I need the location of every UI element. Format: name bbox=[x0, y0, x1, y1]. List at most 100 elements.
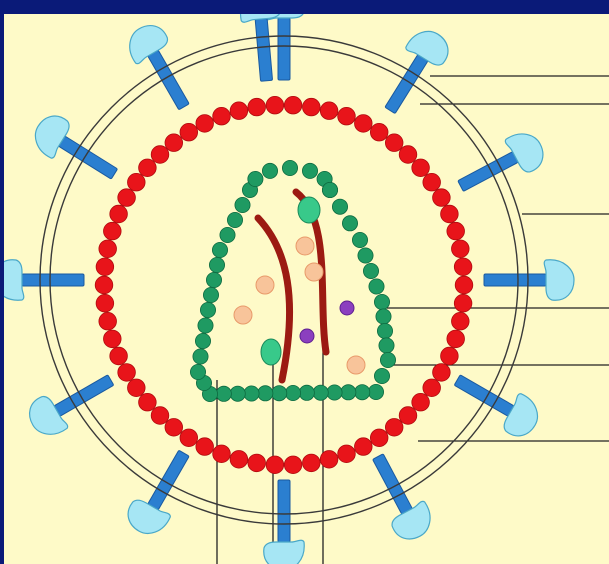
spike-stalk bbox=[59, 136, 118, 179]
spike-head bbox=[23, 393, 69, 443]
spike-head bbox=[121, 19, 171, 65]
capsid-protein-bead bbox=[262, 163, 277, 178]
capsid-protein-bead bbox=[235, 197, 250, 212]
capsid-protein-bead bbox=[216, 386, 231, 401]
matrix-protein-bead bbox=[230, 451, 248, 469]
envelope-spike bbox=[27, 109, 125, 191]
matrix-protein-bead bbox=[441, 205, 459, 223]
capsid-protein-bead bbox=[212, 242, 227, 257]
matrix-protein-bead bbox=[266, 96, 284, 114]
capsid-protein-bead bbox=[206, 272, 221, 287]
capsid-protein-bead bbox=[272, 386, 287, 401]
capsid-protein-bead bbox=[244, 386, 259, 401]
spike-stalk bbox=[54, 375, 114, 416]
matrix-protein-bead bbox=[452, 240, 470, 258]
matrix-protein-bead bbox=[213, 445, 231, 463]
matrix-protein-bead bbox=[248, 454, 266, 472]
matrix-protein-bead bbox=[441, 347, 459, 365]
capsid-protein-bead bbox=[198, 318, 213, 333]
spike-stalk bbox=[278, 480, 290, 542]
matrix-protein-bead bbox=[385, 134, 403, 152]
matrix-protein-bead bbox=[370, 429, 388, 447]
matrix-protein-bead bbox=[180, 429, 198, 447]
matrix-protein-bead bbox=[139, 393, 157, 411]
matrix-protein-bead bbox=[139, 159, 157, 177]
matrix-protein-bead bbox=[248, 98, 266, 116]
protease-molecule bbox=[340, 301, 354, 315]
spike-stalk bbox=[255, 18, 272, 81]
matrix-protein-bead bbox=[447, 330, 465, 348]
spike-stalk bbox=[148, 450, 189, 510]
envelope-spike bbox=[447, 362, 545, 442]
capsid-protein-bead bbox=[190, 364, 205, 379]
capsid-protein-bead bbox=[363, 263, 378, 278]
matrix-protein-bead bbox=[230, 102, 248, 120]
capsid-protein-bead bbox=[282, 160, 297, 175]
matrix-protein-bead bbox=[99, 312, 117, 330]
matrix-protein-bead bbox=[370, 123, 388, 141]
capsid-protein-bead bbox=[302, 163, 317, 178]
matrix-protein-bead bbox=[151, 407, 169, 425]
spike-head bbox=[499, 393, 545, 443]
matrix-protein-bead bbox=[385, 419, 403, 437]
matrix-protein-bead bbox=[284, 96, 302, 114]
matrix-protein-bead bbox=[412, 393, 430, 411]
reverse-transcriptase-molecule bbox=[261, 339, 281, 365]
matrix-protein-bead bbox=[423, 379, 441, 397]
matrix-protein-bead bbox=[99, 240, 117, 258]
integrase-molecule bbox=[305, 263, 323, 281]
capsid-protein-bead bbox=[377, 323, 392, 338]
matrix-protein-bead bbox=[104, 330, 122, 348]
capsid-protein-bead bbox=[209, 257, 224, 272]
capsid-protein-bead bbox=[248, 171, 263, 186]
matrix-protein-bead bbox=[110, 205, 128, 223]
matrix-protein-layer bbox=[95, 96, 473, 473]
matrix-protein-bead bbox=[454, 258, 472, 276]
spike-stalk bbox=[148, 50, 189, 110]
matrix-protein-bead bbox=[180, 123, 198, 141]
capsid-protein-bead bbox=[203, 287, 218, 302]
capsid-protein-bead bbox=[352, 232, 367, 247]
matrix-protein-bead bbox=[151, 146, 169, 164]
spike-stalk bbox=[22, 274, 84, 286]
capsid-protein-bead bbox=[220, 227, 235, 242]
matrix-protein-bead bbox=[196, 438, 214, 456]
virus-diagram bbox=[4, 14, 609, 564]
matrix-protein-bead bbox=[399, 146, 417, 164]
matrix-protein-bead bbox=[128, 379, 146, 397]
matrix-protein-bead bbox=[338, 445, 356, 463]
capsid-protein-bead bbox=[227, 212, 242, 227]
capsid-protein-bead bbox=[374, 368, 389, 383]
protease-molecule bbox=[300, 329, 314, 343]
capsid-protein-bead bbox=[369, 279, 384, 294]
spike-head bbox=[544, 260, 574, 300]
matrix-protein-bead bbox=[320, 451, 338, 469]
matrix-protein-bead bbox=[303, 98, 321, 116]
matrix-protein-bead bbox=[355, 438, 373, 456]
matrix-protein-bead bbox=[423, 173, 441, 191]
matrix-protein-bead bbox=[284, 456, 302, 474]
matrix-protein-bead bbox=[454, 294, 472, 312]
capsid-protein-bead bbox=[313, 385, 328, 400]
capsid-protein-bead bbox=[327, 385, 342, 400]
matrix-protein-bead bbox=[165, 134, 183, 152]
matrix-protein-bead bbox=[118, 364, 136, 382]
matrix-protein-bead bbox=[355, 115, 373, 133]
reverse-transcriptase-molecule bbox=[298, 197, 320, 223]
spike-stalk bbox=[385, 55, 428, 114]
matrix-protein-bead bbox=[95, 276, 113, 294]
capsid-protein-bead bbox=[299, 385, 314, 400]
capsid-protein-bead bbox=[230, 386, 245, 401]
capsid-protein-bead bbox=[195, 333, 210, 348]
diagram-panel bbox=[4, 14, 609, 564]
integrase-molecule bbox=[256, 276, 274, 294]
capsid-protein-bead bbox=[193, 349, 208, 364]
matrix-protein-bead bbox=[433, 189, 451, 207]
capsid-protein-bead bbox=[358, 248, 373, 263]
matrix-protein-bead bbox=[96, 258, 114, 276]
matrix-protein-bead bbox=[213, 107, 231, 125]
capsid-protein-bead bbox=[355, 385, 370, 400]
envelope-spike bbox=[23, 362, 121, 442]
spike-stalk bbox=[278, 18, 290, 80]
